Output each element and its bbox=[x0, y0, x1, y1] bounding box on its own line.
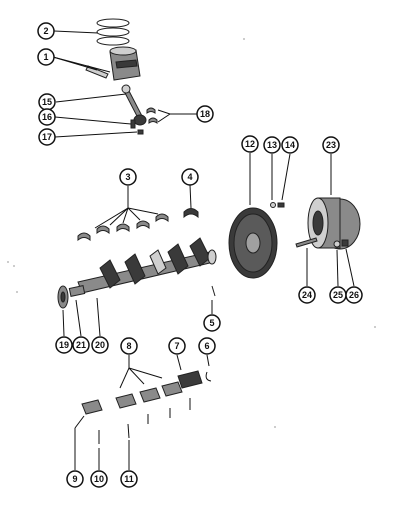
drive-coupler bbox=[307, 197, 361, 250]
callout-13: 13 bbox=[263, 136, 281, 154]
callout-16: 16 bbox=[38, 108, 56, 126]
piston bbox=[109, 46, 141, 81]
callout-26: 26 bbox=[345, 286, 363, 304]
callout-6: 6 bbox=[198, 337, 216, 355]
svg-text:12: 12 bbox=[245, 139, 255, 149]
callout-8: 8 bbox=[120, 337, 138, 355]
piston-rings bbox=[96, 18, 130, 46]
main-bearing-inserts bbox=[77, 213, 169, 242]
callout-11: 11 bbox=[120, 470, 138, 488]
svg-text:8: 8 bbox=[126, 341, 131, 351]
svg-text:4: 4 bbox=[187, 172, 192, 182]
svg-text:10: 10 bbox=[94, 474, 104, 484]
svg-text:23: 23 bbox=[326, 140, 336, 150]
rod-bolt bbox=[130, 119, 136, 129]
callout-4: 4 bbox=[181, 168, 199, 186]
crankshaft-front-snout bbox=[68, 285, 86, 297]
callout-21: 21 bbox=[72, 336, 90, 354]
cap-bolts bbox=[98, 398, 191, 444]
small-fastener bbox=[211, 285, 216, 297]
callout-23: 23 bbox=[322, 136, 340, 154]
callout-25: 25 bbox=[329, 286, 347, 304]
svg-text:20: 20 bbox=[95, 340, 105, 350]
callout-19: 19 bbox=[55, 336, 73, 354]
callout-1: 1 bbox=[37, 48, 55, 66]
svg-text:25: 25 bbox=[333, 290, 343, 300]
flywheel-washer bbox=[270, 202, 276, 208]
callout-9: 9 bbox=[66, 470, 84, 488]
rod-bearing-inserts bbox=[146, 107, 158, 124]
coupler-stud bbox=[295, 237, 318, 248]
callout-2: 2 bbox=[37, 22, 55, 40]
svg-text:24: 24 bbox=[302, 290, 312, 300]
svg-text:5: 5 bbox=[209, 318, 214, 328]
svg-text:6: 6 bbox=[204, 341, 209, 351]
svg-text:15: 15 bbox=[42, 97, 52, 107]
callout-20: 20 bbox=[91, 336, 109, 354]
callout-15: 15 bbox=[38, 93, 56, 111]
svg-text:19: 19 bbox=[59, 340, 69, 350]
svg-text:13: 13 bbox=[267, 140, 277, 150]
piston-pin bbox=[85, 65, 109, 79]
callout-5: 5 bbox=[203, 314, 221, 332]
svg-text:16: 16 bbox=[42, 112, 52, 122]
callout-24: 24 bbox=[298, 286, 316, 304]
svg-text:17: 17 bbox=[42, 132, 52, 142]
svg-text:18: 18 bbox=[200, 109, 210, 119]
main-bearing-caps bbox=[81, 370, 203, 415]
svg-text:7: 7 bbox=[174, 341, 179, 351]
svg-text:3: 3 bbox=[125, 172, 130, 182]
callout-10: 10 bbox=[90, 470, 108, 488]
connecting-rod bbox=[121, 84, 147, 126]
callout-12: 12 bbox=[241, 135, 259, 153]
crankshaft bbox=[77, 237, 217, 294]
coupler-washer bbox=[333, 240, 341, 248]
callout-7: 7 bbox=[168, 337, 186, 355]
callout-18: 18 bbox=[196, 105, 214, 123]
leader-lines bbox=[52, 30, 355, 470]
svg-text:14: 14 bbox=[285, 140, 295, 150]
flywheel bbox=[228, 207, 278, 279]
coupler-nut bbox=[341, 239, 349, 247]
timing-gear bbox=[57, 285, 69, 309]
svg-text:26: 26 bbox=[349, 290, 359, 300]
svg-text:9: 9 bbox=[72, 474, 77, 484]
svg-text:21: 21 bbox=[76, 340, 86, 350]
callout-3: 3 bbox=[119, 168, 137, 186]
callout-17: 17 bbox=[38, 128, 56, 146]
callout-14: 14 bbox=[281, 136, 299, 154]
flywheel-bolt bbox=[277, 202, 285, 208]
svg-text:1: 1 bbox=[43, 52, 48, 62]
thrust-bearing-insert bbox=[183, 208, 199, 219]
svg-text:2: 2 bbox=[43, 26, 48, 36]
rod-nut bbox=[137, 129, 144, 135]
svg-text:11: 11 bbox=[124, 474, 134, 484]
hook-clip bbox=[205, 371, 212, 382]
